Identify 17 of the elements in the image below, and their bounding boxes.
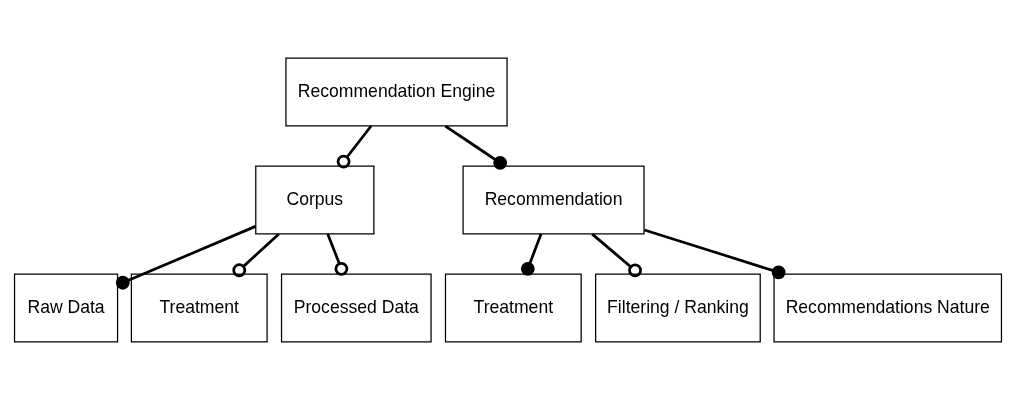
node-box: Processed Data (280, 273, 432, 343)
node-box: Recommendations Nature (773, 273, 1003, 343)
connector (115, 225, 257, 290)
node-box: Filtering / Ranking (595, 273, 761, 343)
connector (644, 228, 786, 280)
connector (232, 233, 280, 278)
node-box: Corpus (255, 165, 375, 235)
connector (326, 233, 349, 276)
node-box: Recommendation (462, 165, 645, 235)
node-box: Recommendation Engine (285, 57, 508, 127)
node-box: Treatment (444, 273, 582, 343)
connector (520, 233, 543, 276)
node-box: Treatment (130, 273, 268, 343)
connector (444, 124, 508, 170)
connector (336, 125, 373, 169)
connector (591, 233, 642, 278)
node-box: Raw Data (13, 273, 119, 343)
